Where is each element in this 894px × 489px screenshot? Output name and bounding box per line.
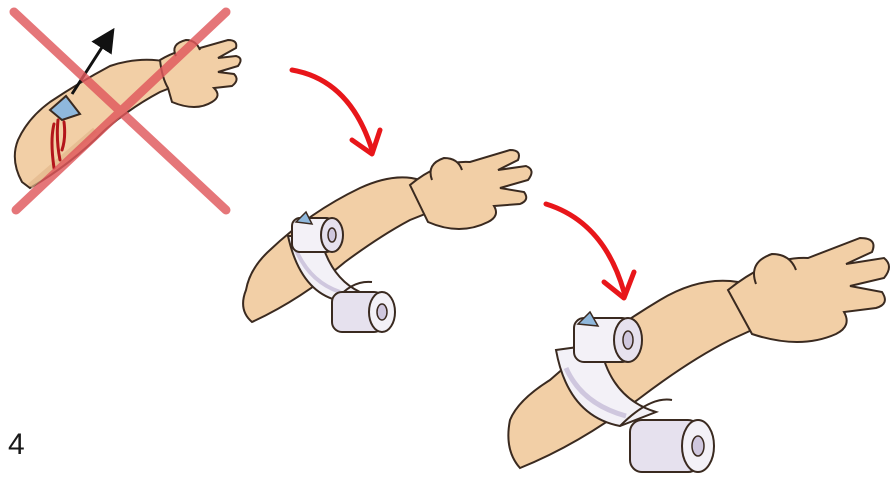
blood: [50, 118, 67, 170]
wrong-cross: [9, 7, 231, 215]
panel-bandage-wrapped: [507, 236, 890, 473]
panel-wrong-remove-object: [9, 7, 242, 215]
hand: [158, 38, 242, 108]
bandage-roll-top: [573, 310, 643, 363]
hand: [408, 148, 533, 230]
pull-out-arrow: [70, 27, 115, 95]
bandage-roll-loose: [619, 398, 715, 473]
bandage-roll-loose: [331, 280, 396, 333]
step-number: 4: [8, 428, 25, 461]
bandage-wrap: [554, 342, 660, 428]
embedded-object: [48, 94, 82, 122]
step-arrow-1: [289, 67, 383, 157]
bandage-roll-top: [291, 210, 344, 253]
hand: [726, 236, 890, 343]
panel-bandage-around-object: [242, 148, 533, 333]
step-arrow-2: [543, 201, 637, 301]
